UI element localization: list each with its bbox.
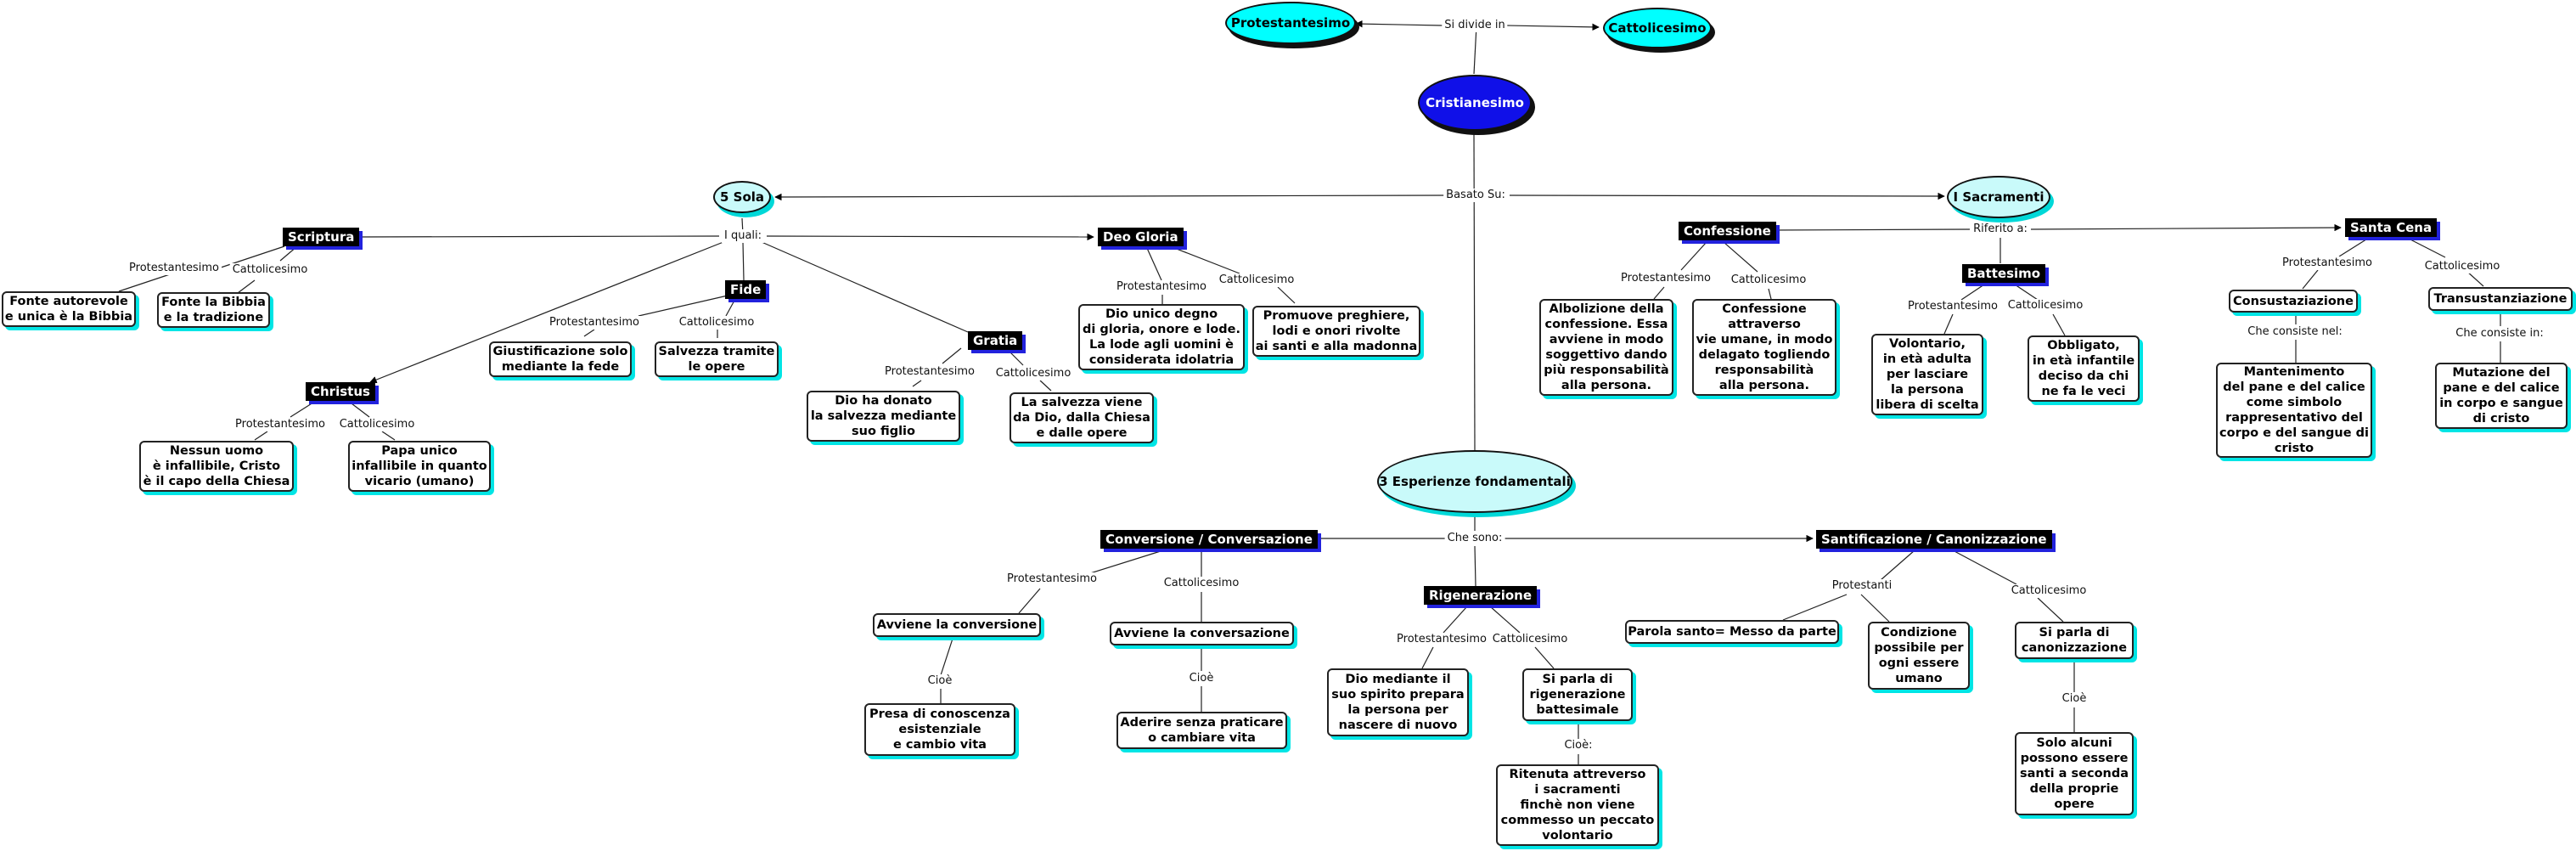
confessione-protestant-box: Albolizione della confessione. Essa avvi… (1539, 299, 1673, 396)
link-rigenerazione-cattolicesimo: Cattolicesimo (1489, 633, 1571, 646)
santificazione-protestant-box-b: Condizione possibile per ogni essere uma… (1868, 622, 1970, 690)
consustanziazione-desc-box: Mantenimento del pane e del calice come … (2216, 363, 2372, 458)
conversione-label: Conversione / Conversazione (1100, 530, 1318, 549)
battesimo-catholic-box: Obbligato, in età infantile deciso da ch… (2028, 335, 2140, 402)
rigenerazione-label: Rigenerazione (1424, 586, 1538, 605)
link-santificazione-protestanti: Protestanti (1829, 579, 1895, 593)
fide-protestant-box: Giustificazione solo mediante la fede (489, 341, 632, 377)
protestantesimo-node: Protestantesimo (1225, 2, 1356, 44)
gratia-protestant-box: Dio ha donato la salvezza mediante suo f… (807, 391, 960, 442)
link-scriptura-cattolicesimo: Cattolicesimo (229, 263, 311, 277)
cinque-sola-node: 5 Sola (713, 181, 771, 213)
link-conversione-cattolicesimo: Cattolicesimo (1161, 577, 1242, 590)
conversione-protestant-box: Avviene la conversione (873, 613, 1041, 637)
fide-catholic-box: Salvezza tramite le opere (655, 341, 779, 377)
deo-gloria-protestant-box: Dio unico degno di gloria, onore e lode.… (1078, 304, 1245, 370)
gratia-label: Gratia (968, 331, 1023, 350)
link-scriptura-protestantesimo: Protestantesimo (127, 262, 222, 275)
deo-gloria-label: Deo Gloria (1098, 228, 1184, 246)
rigenerazione-protestant-box: Dio mediante il suo spirito prepara la p… (1327, 668, 1469, 736)
fide-label: Fide (725, 280, 767, 299)
conversione-protestant-desc-box: Presa di conoscenza esistenziale e cambi… (864, 703, 1015, 756)
santificazione-catholic-box: Si parla di canonizzazione (2015, 622, 2134, 659)
rigenerazione-catholic-desc-box: Ritenuta attreverso i sacramenti finchè … (1496, 764, 1659, 846)
consustanziazione-box: Consustaziazione (2229, 290, 2358, 313)
scriptura-protestant-box: Fonte autorevole e unica è la Bibbia (2, 291, 136, 327)
gratia-catholic-box: La salvezza viene da Dio, dalla Chiesa e… (1010, 392, 1154, 443)
link-conversione-protestant-cioe: Cioè (925, 674, 955, 688)
scriptura-catholic-box: Fonte la Bibbia e la tradizione (157, 292, 270, 328)
santificazione-catholic-desc-box: Solo alcuni possono essere santi a secon… (2015, 732, 2134, 815)
link-santificazione-cattolicesimo: Cattolicesimo (2008, 584, 2089, 598)
transustanziazione-box: Transustanziazione (2428, 287, 2573, 311)
link-confessione-cattolicesimo: Cattolicesimo (1728, 273, 1809, 287)
link-si-divide-in: Si divide in (1442, 19, 1508, 32)
link-deo-protestantesimo: Protestantesimo (1114, 280, 1209, 294)
link-riferito-a: Riferito a: (1971, 223, 2030, 236)
link-christus-protestantesimo: Protestantesimo (233, 418, 328, 431)
confessione-label: Confessione (1679, 222, 1776, 240)
link-fide-cattolicesimo: Cattolicesimo (676, 316, 757, 330)
conversione-catholic-box: Avviene la conversazione (1110, 622, 1294, 645)
sacramenti-node: I Sacramenti (1947, 176, 2050, 218)
santa-cena-label: Santa Cena (2345, 218, 2438, 237)
link-santacena-cattolicesimo: Cattolicesimo (2421, 260, 2503, 273)
link-conversione-catholic-cioe: Cioè (1186, 672, 1217, 685)
link-fide-protestantesimo: Protestantesimo (547, 316, 642, 330)
cattolicesimo-node: Cattolicesimo (1603, 8, 1712, 48)
cristianesimo-root-node: Cristianesimo (1418, 75, 1532, 131)
conversione-catholic-desc-box: Aderire senza praticare o cambiare vita (1116, 712, 1287, 749)
transustanziazione-desc-box: Mutazione del pane e del calice in corpo… (2435, 363, 2568, 429)
link-battesimo-cattolicesimo: Cattolicesimo (2005, 299, 2086, 313)
link-gratia-protestantesimo: Protestantesimo (882, 365, 977, 379)
christus-catholic-box: Papa unico infallibile in quanto vicario… (348, 441, 491, 492)
scriptura-label: Scriptura (283, 228, 360, 246)
link-basato-su: Basato Su: (1443, 189, 1508, 202)
link-rigenerazione-protestantesimo: Protestantesimo (1394, 633, 1489, 646)
link-conversione-protestantesimo: Protestantesimo (1004, 572, 1100, 586)
battesimo-label: Battesimo (1962, 264, 2046, 283)
esperienze-fondamentali-node: 3 Esperienze fondamentali (1377, 450, 1572, 513)
link-battesimo-protestantesimo: Protestantesimo (1905, 300, 2000, 313)
battesimo-protestant-box: Volontario, in età adulta per lasciare l… (1871, 334, 1983, 415)
santificazione-label: Santificazione / Canonizzazione (1816, 530, 2052, 549)
link-gratia-cattolicesimo: Cattolicesimo (993, 367, 1074, 380)
link-i-quali: I quali: (721, 229, 765, 243)
santificazione-protestant-box-a: Parola santo= Messo da parte (1625, 620, 1839, 644)
christus-label: Christus (306, 382, 375, 401)
link-che-consiste-in: Che consiste in: (2453, 327, 2546, 341)
link-che-consiste-nel: Che consiste nel: (2245, 325, 2345, 339)
deo-gloria-catholic-box: Promuove preghiere, lodi e onori rivolte… (1252, 306, 1420, 357)
christus-protestant-box: Nessun uomo è infallibile, Cristo è il c… (139, 441, 294, 492)
link-rigenerazione-cioe: Cioè: (1561, 739, 1595, 752)
link-deo-cattolicesimo: Cattolicesimo (1216, 273, 1297, 287)
link-confessione-protestantesimo: Protestantesimo (1618, 272, 1713, 285)
link-christus-cattolicesimo: Cattolicesimo (336, 418, 418, 431)
link-santacena-protestantesimo: Protestantesimo (2280, 256, 2375, 270)
rigenerazione-catholic-box: Si parla di rigenerazione battesimale (1522, 668, 1633, 721)
link-santificazione-cioe: Cioè (2059, 692, 2089, 706)
confessione-catholic-box: Confessione attraverso vie umane, in mod… (1692, 299, 1836, 396)
link-che-sono: Che sono: (1444, 532, 1505, 545)
